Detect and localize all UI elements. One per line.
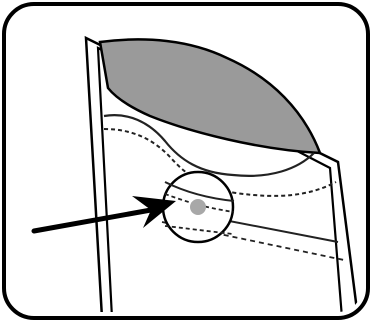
zoom-line-middle bbox=[164, 193, 235, 213]
seam-line-upper bbox=[103, 114, 315, 177]
pointer-arrow-shaft bbox=[31, 207, 154, 234]
zoom-line-upper bbox=[164, 181, 235, 202]
pointer-arrow-head bbox=[132, 196, 176, 228]
seam-line-dashed bbox=[103, 128, 337, 197]
flap-shape bbox=[98, 38, 322, 155]
indicator-dot bbox=[190, 199, 206, 215]
zoom-line-lower bbox=[164, 225, 234, 235]
